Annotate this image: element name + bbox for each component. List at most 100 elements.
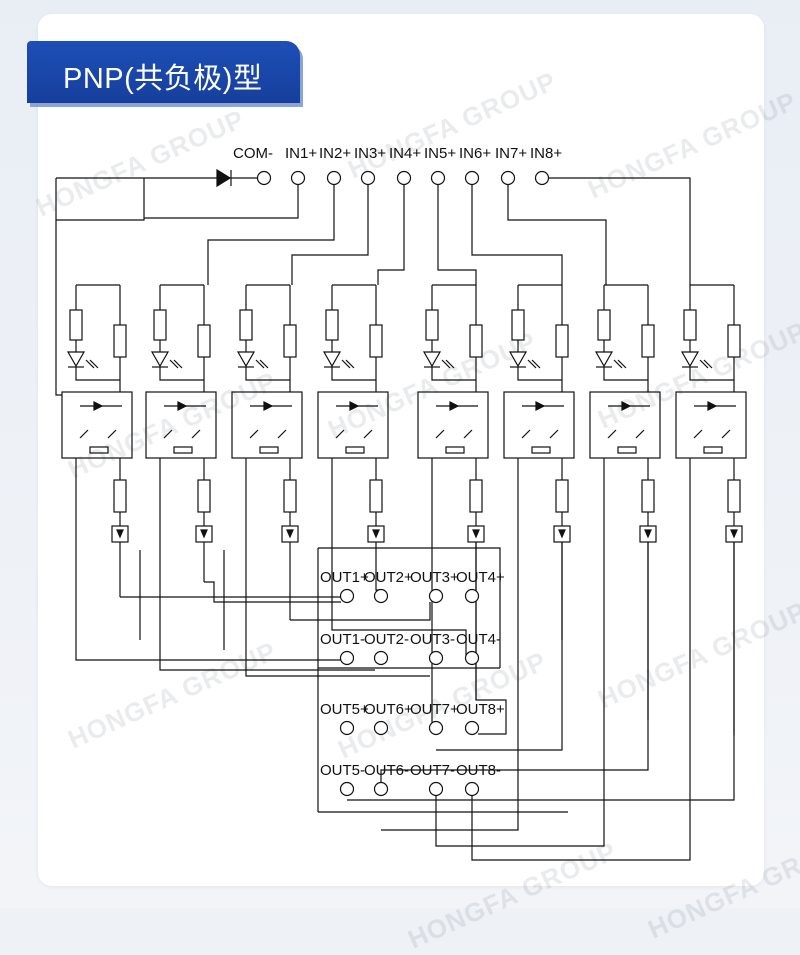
opto-ray bbox=[635, 429, 645, 439]
output-label: OUT7- bbox=[410, 762, 455, 779]
content-card bbox=[38, 14, 764, 886]
led-ray bbox=[345, 359, 355, 369]
opto-ray bbox=[463, 429, 473, 439]
wire bbox=[689, 367, 734, 381]
output-wire bbox=[75, 550, 341, 661]
optocoupler-box bbox=[145, 391, 217, 459]
led-resistor bbox=[683, 309, 697, 341]
output-label: OUT4- bbox=[456, 631, 501, 648]
output-label: OUT8+ bbox=[456, 701, 505, 718]
output-terminal bbox=[339, 720, 355, 736]
output-resistor bbox=[555, 479, 569, 513]
input-terminal bbox=[290, 170, 306, 186]
opto-ray bbox=[435, 429, 445, 439]
circuit-diagram: COM-IN1+IN2+IN3+IN4+IN5+IN6+IN7+IN8+OUT1… bbox=[55, 145, 747, 861]
wire bbox=[245, 367, 290, 381]
led-ray bbox=[259, 359, 269, 369]
input-label: IN8+ bbox=[530, 145, 562, 162]
output-terminal bbox=[373, 588, 389, 604]
opto-ray bbox=[693, 429, 703, 439]
output-terminal bbox=[339, 588, 355, 604]
led-resistor bbox=[69, 309, 83, 341]
input-wire-8 bbox=[542, 177, 691, 285]
output-terminal bbox=[464, 650, 480, 666]
mosfet-icon bbox=[467, 525, 485, 543]
output-label: OUT3- bbox=[410, 631, 455, 648]
led-ray bbox=[613, 359, 623, 369]
output-label: OUT2+ bbox=[364, 569, 413, 586]
opto-element bbox=[89, 446, 109, 454]
output-resistor bbox=[283, 479, 297, 513]
input-terminal bbox=[464, 170, 480, 186]
bias-resistor bbox=[283, 324, 297, 358]
output-terminal bbox=[339, 650, 355, 666]
output-frame bbox=[318, 547, 501, 668]
output-wire bbox=[436, 542, 563, 751]
input-terminal bbox=[326, 170, 342, 186]
led-icon bbox=[680, 351, 700, 368]
output-label: OUT7+ bbox=[410, 701, 459, 718]
output-resistor bbox=[641, 479, 655, 513]
mosfet-icon bbox=[725, 525, 743, 543]
output-wire bbox=[159, 550, 375, 671]
bias-resistor bbox=[113, 324, 127, 358]
led-ray bbox=[85, 359, 95, 369]
output-wire bbox=[475, 542, 507, 735]
opto-ray bbox=[521, 429, 531, 439]
optocoupler-box bbox=[503, 391, 575, 459]
mosfet-diode bbox=[730, 529, 738, 539]
led-ray bbox=[441, 359, 451, 369]
led-ray bbox=[89, 359, 99, 369]
output-resistor bbox=[727, 479, 741, 513]
led-ray bbox=[173, 359, 183, 369]
led-ray bbox=[445, 359, 455, 369]
led-icon bbox=[66, 351, 86, 368]
output-label: OUT2- bbox=[364, 631, 409, 648]
opto-ray bbox=[363, 429, 373, 439]
bias-resistor bbox=[469, 324, 483, 358]
com-terminal bbox=[256, 170, 272, 186]
led-icon bbox=[422, 351, 442, 368]
optocoupler-box bbox=[317, 391, 389, 459]
opto-ray bbox=[107, 429, 117, 439]
output-wire bbox=[331, 550, 467, 658]
output-label: OUT3+ bbox=[410, 569, 459, 586]
led-resistor bbox=[239, 309, 253, 341]
led-ray bbox=[341, 359, 351, 369]
output-terminal bbox=[339, 781, 355, 797]
led-resistor bbox=[597, 309, 611, 341]
led-icon bbox=[322, 351, 342, 368]
output-resistor bbox=[197, 479, 211, 513]
output-terminal bbox=[373, 650, 389, 666]
output-terminal bbox=[428, 720, 444, 736]
input-wire-2 bbox=[207, 178, 335, 285]
led-resistor bbox=[153, 309, 167, 341]
input-terminal bbox=[534, 170, 550, 186]
output-label: OUT8- bbox=[456, 762, 501, 779]
mosfet-diode bbox=[558, 529, 566, 539]
opto-element bbox=[173, 446, 193, 454]
output-wire bbox=[347, 542, 735, 801]
led-resistor bbox=[511, 309, 525, 341]
page-title: PNP(共负极)型 bbox=[63, 63, 263, 95]
opto-ray bbox=[79, 429, 89, 439]
output-wire bbox=[381, 550, 519, 831]
opto-element bbox=[617, 446, 637, 454]
optocoupler-box bbox=[231, 391, 303, 459]
input-wire-5 bbox=[437, 178, 477, 285]
output-terminal bbox=[464, 588, 480, 604]
output-wire bbox=[471, 550, 691, 861]
input-terminal bbox=[396, 170, 412, 186]
diode-icon bbox=[216, 168, 232, 188]
opto-ray bbox=[277, 429, 287, 439]
output-label: OUT6+ bbox=[364, 701, 413, 718]
opto-element bbox=[703, 446, 723, 454]
mosfet-diode bbox=[644, 529, 652, 539]
led-ray bbox=[527, 359, 537, 369]
output-label: OUT5+ bbox=[320, 701, 369, 718]
bias-resistor bbox=[727, 324, 741, 358]
opto-ray bbox=[335, 429, 345, 439]
mosfet-diode bbox=[200, 529, 208, 539]
input-wire-3 bbox=[291, 178, 369, 285]
optocoupler-box bbox=[417, 391, 489, 459]
